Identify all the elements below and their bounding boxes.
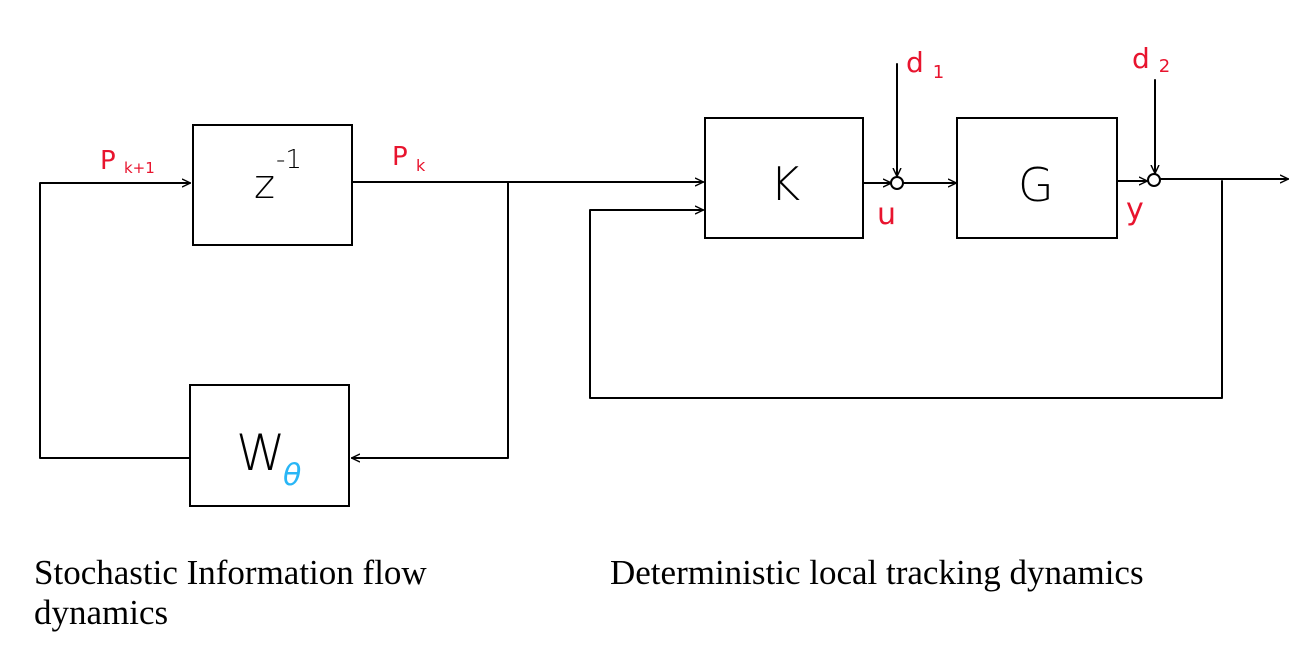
w-block-label: W	[236, 424, 285, 482]
caption-tracking: Deterministic local tracking dynamics	[610, 553, 1144, 592]
controller-block-label: K	[770, 157, 800, 211]
w-block-subscript: θ	[283, 458, 301, 493]
signal-d1: d 1	[906, 46, 944, 83]
summing-junction-1	[890, 176, 904, 190]
plant-block-label: G	[1018, 158, 1054, 212]
caption-information-flow: Stochastic Information flow dynamics	[34, 553, 427, 632]
signal-p-k: P k	[392, 142, 426, 175]
signal-y: y	[1126, 192, 1144, 227]
controller-block	[704, 117, 864, 239]
signal-d2: d 2	[1132, 42, 1170, 77]
w-block	[189, 384, 350, 507]
wire-w-to-delay	[39, 183, 193, 459]
tracking-subsystem: K G u y d 1 d 2	[589, 42, 1289, 399]
information-flow-subsystem: z -1 W θ P k+1 P k	[39, 124, 704, 507]
delay-block	[192, 124, 353, 246]
signal-p-next: P k+1	[100, 146, 155, 177]
signal-u: u	[877, 197, 896, 232]
delay-block-label: z	[254, 162, 275, 208]
plant-block	[956, 117, 1118, 239]
wire-pk-to-w	[351, 181, 509, 458]
wire-feedback	[589, 180, 1223, 399]
summing-junction-2	[1147, 173, 1161, 187]
delay-block-superscript: -1	[276, 145, 302, 175]
